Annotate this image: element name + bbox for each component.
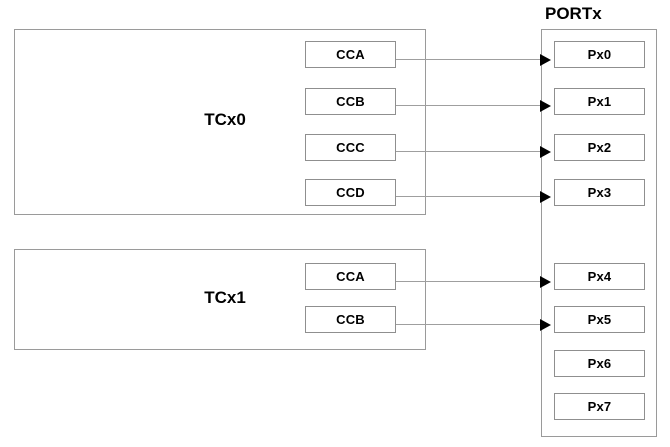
- portx-title: PORTx: [545, 4, 602, 23]
- cell-tcx1-ccb: CCB: [305, 306, 396, 333]
- arrowhead-px0: [540, 54, 551, 66]
- cell-px2: Px2: [554, 134, 645, 161]
- cell-px3: Px3: [554, 179, 645, 206]
- cell-px7: Px7: [554, 393, 645, 420]
- cell-tcx0-ccd: CCD: [305, 179, 396, 206]
- cell-tcx0-ccb-label: CCB: [336, 94, 365, 109]
- cell-px6: Px6: [554, 350, 645, 377]
- connector-ccc0-px2: [396, 151, 542, 152]
- cell-px4: Px4: [554, 263, 645, 290]
- arrowhead-px4: [540, 276, 551, 288]
- cell-px0-label: Px0: [587, 47, 612, 62]
- block-tcx1-label: TCx1: [204, 288, 246, 307]
- cell-px2-label: Px2: [587, 140, 612, 155]
- cell-px0: Px0: [554, 41, 645, 68]
- connector-cca0-px0: [396, 59, 542, 60]
- cell-tcx0-cca: CCA: [305, 41, 396, 68]
- cell-tcx0-ccd-label: CCD: [336, 185, 365, 200]
- connector-ccd0-px3: [396, 196, 542, 197]
- arrowhead-px3: [540, 191, 551, 203]
- arrowhead-px5: [540, 319, 551, 331]
- connector-cca1-px4: [396, 281, 542, 282]
- arrowhead-px1: [540, 100, 551, 112]
- cell-px5: Px5: [554, 306, 645, 333]
- cell-tcx1-ccb-label: CCB: [336, 312, 365, 327]
- connector-ccb0-px1: [396, 105, 542, 106]
- cell-tcx0-ccb: CCB: [305, 88, 396, 115]
- cell-tcx1-cca-label: CCA: [336, 269, 365, 284]
- cell-tcx0-ccc-label: CCC: [336, 140, 365, 155]
- block-tcx0-label: TCx0: [204, 110, 246, 129]
- cell-px7-label: Px7: [587, 399, 612, 414]
- cell-tcx0-cca-label: CCA: [336, 47, 365, 62]
- cell-px4-label: Px4: [587, 269, 612, 284]
- cell-tcx0-ccc: CCC: [305, 134, 396, 161]
- cell-px6-label: Px6: [587, 356, 612, 371]
- cell-px1: Px1: [554, 88, 645, 115]
- cell-px3-label: Px3: [587, 185, 612, 200]
- arrowhead-px2: [540, 146, 551, 158]
- cell-px5-label: Px5: [587, 312, 612, 327]
- cell-px1-label: Px1: [587, 94, 612, 109]
- connector-ccb1-px5: [396, 324, 542, 325]
- cell-tcx1-cca: CCA: [305, 263, 396, 290]
